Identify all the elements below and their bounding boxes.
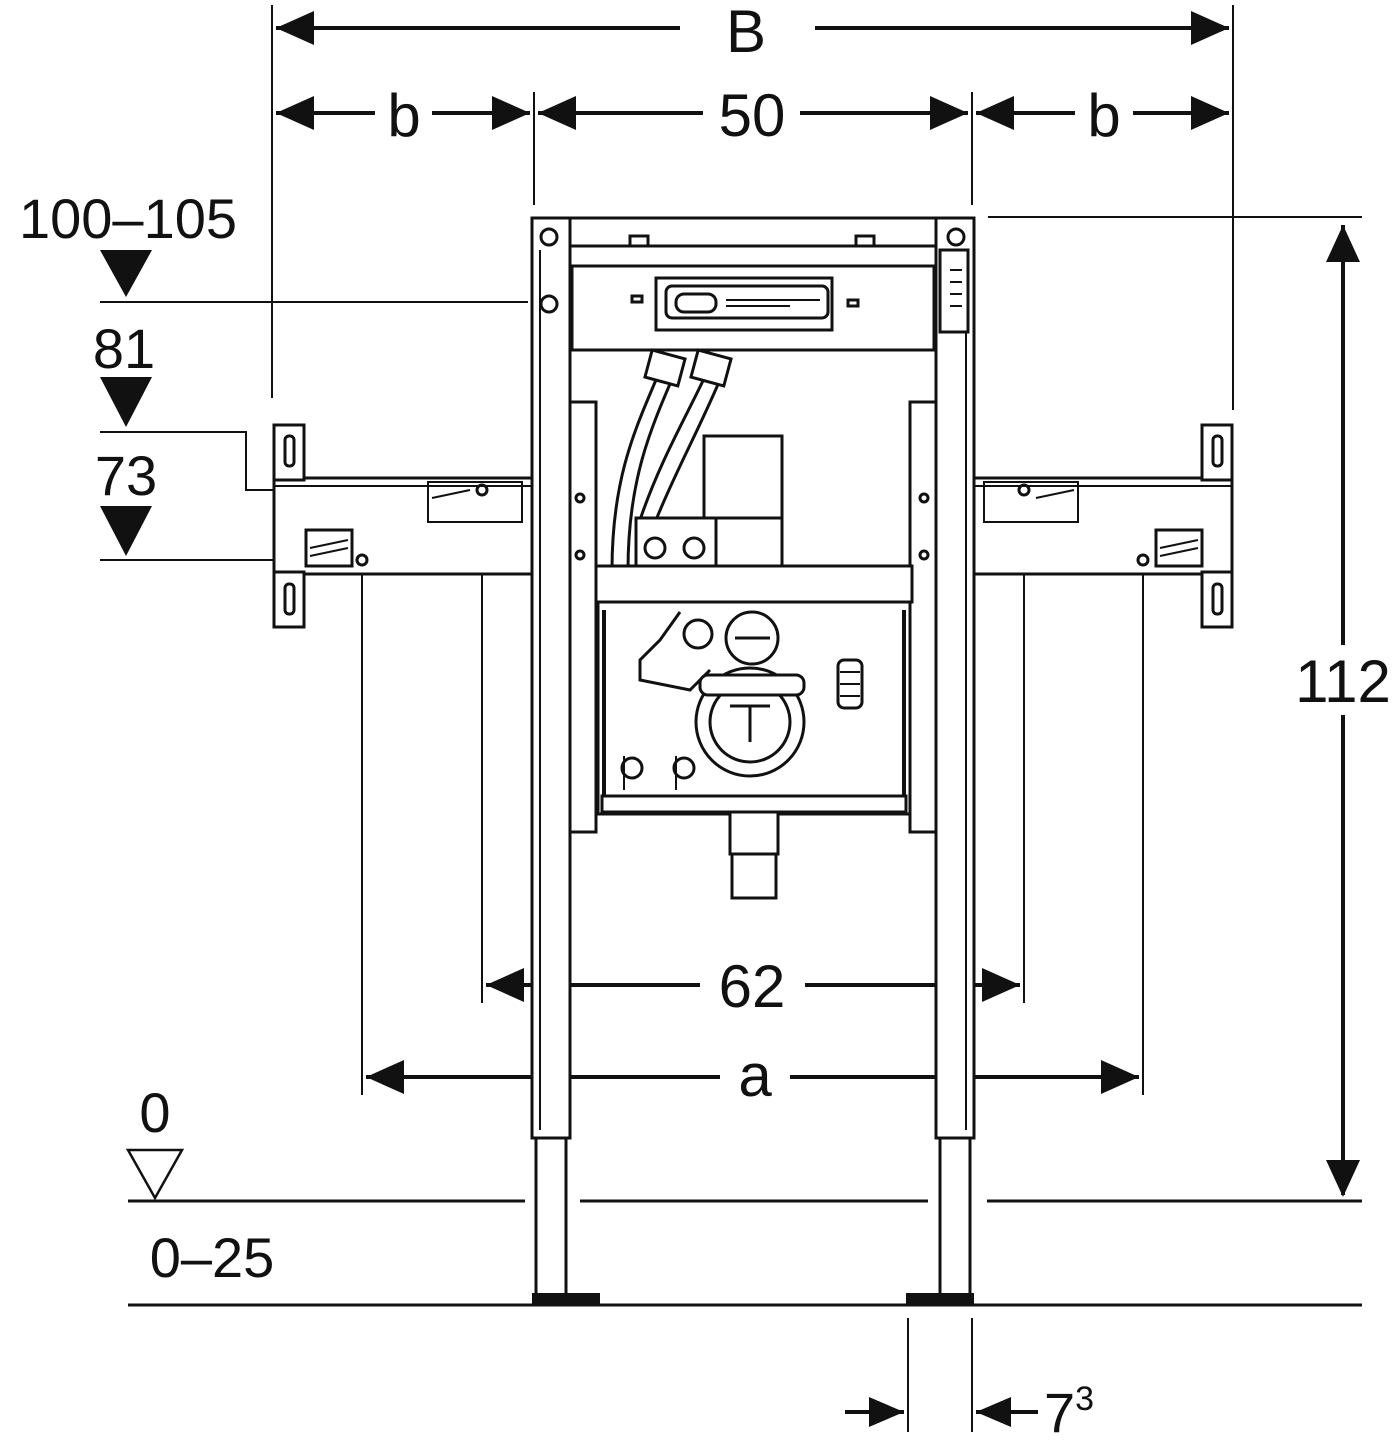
- dim-frame-height: [988, 216, 1362, 1197]
- dimension-lines: [100, 5, 1362, 1432]
- label-frame-height: 112: [1295, 648, 1391, 715]
- right-upright: [906, 216, 976, 1305]
- top-rail: [568, 216, 938, 352]
- left-upright: [530, 216, 600, 1305]
- label-foot: 73: [1044, 1380, 1094, 1440]
- dim-row-widths: [276, 96, 1229, 130]
- installation-frame: [272, 216, 1234, 1305]
- dim-foot: [845, 1318, 1038, 1432]
- inner-side-rails: [568, 400, 938, 834]
- label-level-top: 100–105: [19, 187, 237, 250]
- dimension-labels: B b 50 b 112 100–105 81 73 62 a 0 0–25 7…: [19, 0, 1396, 1440]
- cistern-block: [634, 434, 784, 580]
- label-foot-exp: 3: [1075, 1380, 1094, 1418]
- label-level-low: 73: [95, 444, 157, 507]
- label-floor-level: 0: [139, 1081, 170, 1144]
- label-side-right: b: [1087, 82, 1120, 149]
- left-bracket: [272, 423, 534, 629]
- floor-lines: [125, 1148, 1362, 1307]
- label-level-mid: 81: [93, 317, 155, 380]
- right-bracket: [972, 423, 1234, 629]
- lower-box: [594, 564, 914, 816]
- label-outer-holes: a: [738, 1042, 772, 1109]
- label-inner-holes: 62: [719, 953, 786, 1020]
- label-center-width: 50: [719, 82, 786, 149]
- label-floor-range: 0–25: [150, 1226, 275, 1289]
- dim-overall-width: [275, 11, 1230, 45]
- supply-hoses: [610, 348, 733, 571]
- label-side-left: b: [387, 82, 420, 149]
- drain-pipe: [728, 810, 780, 900]
- label-foot-base: 7: [1044, 1381, 1075, 1440]
- label-overall-width: B: [726, 0, 766, 65]
